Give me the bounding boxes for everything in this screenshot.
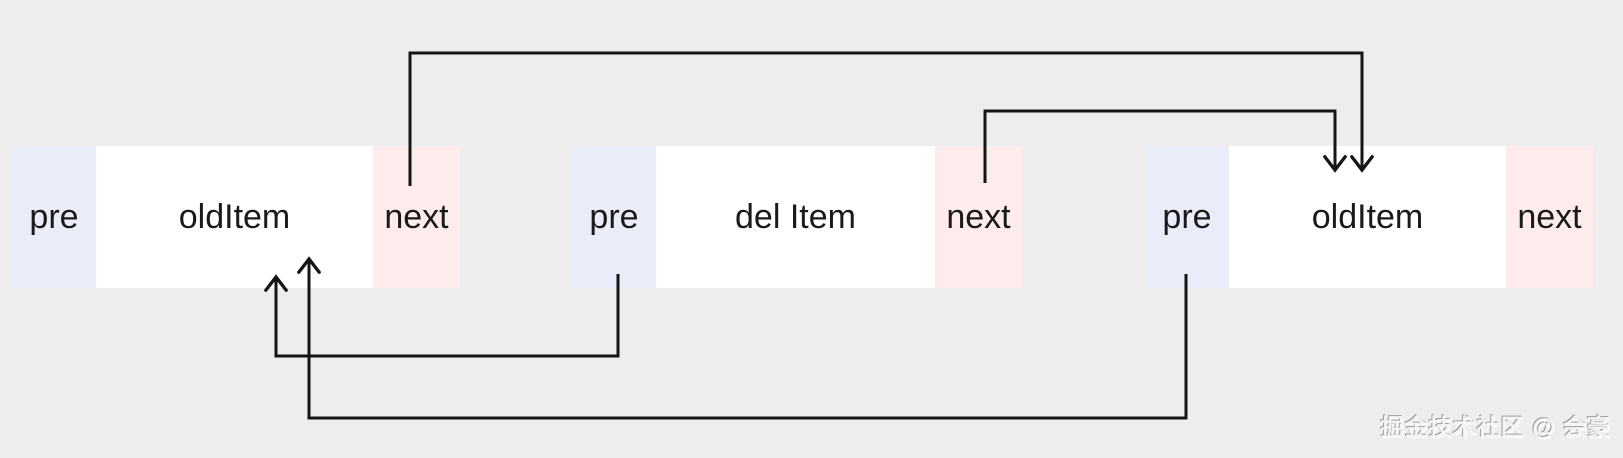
node-right-next-field: next xyxy=(1506,146,1593,288)
watermark: 掘金技术社区 @ 会豪 xyxy=(1380,414,1611,440)
node-right-pre-field: pre xyxy=(1145,146,1229,288)
node-right: pre oldItem next xyxy=(1145,146,1593,288)
node-left-value-field: oldItem xyxy=(96,146,373,288)
node-left-next-field: next xyxy=(373,146,460,288)
node-right-value-field: oldItem xyxy=(1229,146,1506,288)
node-middle-value-field: del Item xyxy=(656,146,935,288)
node-middle-pre-field: pre xyxy=(572,146,656,288)
node-middle-next-field: next xyxy=(935,146,1022,288)
node-left-pre-field: pre xyxy=(12,146,96,288)
node-left: pre oldItem next xyxy=(12,146,460,288)
node-middle: pre del Item next xyxy=(572,146,1022,288)
